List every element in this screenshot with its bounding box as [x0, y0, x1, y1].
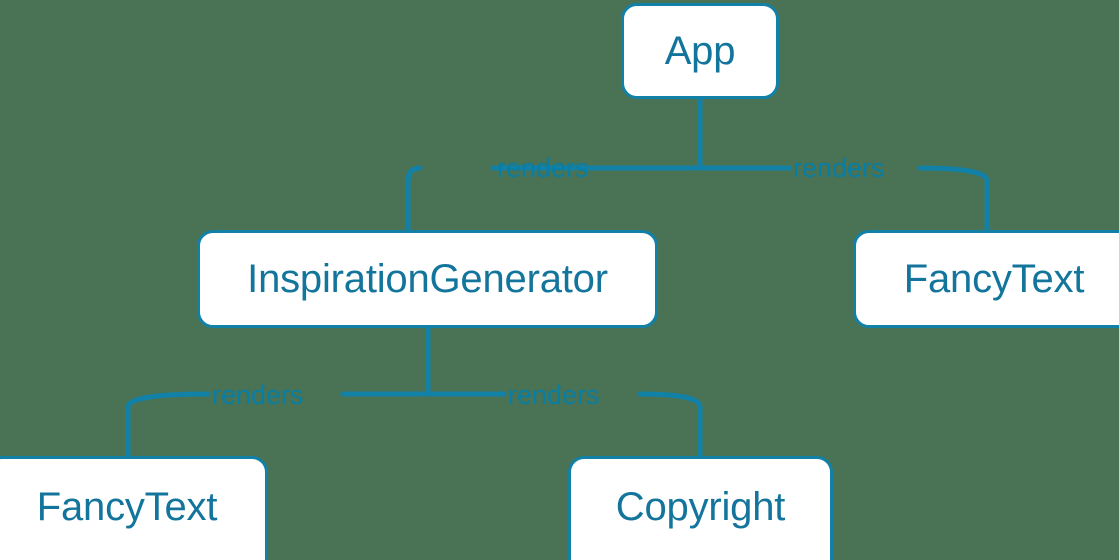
- edge-inspgen-to-copyright-2: [637, 391, 703, 459]
- node-app[interactable]: App: [621, 3, 779, 99]
- edge-inspgen-to-fancyb-2: [125, 391, 211, 459]
- node-inspiration-generator[interactable]: InspirationGenerator: [197, 230, 658, 328]
- node-inspiration-generator-label: InspirationGenerator: [247, 257, 608, 301]
- node-copyright-label: Copyright: [615, 484, 786, 529]
- edge-label-inspiration-generator-to-fancy-text: renders: [212, 380, 304, 410]
- node-fancy-text-bottom-label: FancyText: [36, 484, 218, 529]
- edge-label-inspiration-generator-to-copyright: renders: [508, 380, 600, 410]
- node-fancy-text-bottom[interactable]: FancyText: [0, 456, 268, 560]
- node-fancy-text-right-label: FancyText: [903, 257, 1085, 301]
- edge-app-to-inspgen-2: [405, 165, 423, 233]
- node-app-label: App: [664, 29, 736, 73]
- edge-label-app-to-inspiration-generator: renders: [497, 153, 589, 183]
- edge-app-to-fancyright-2: [917, 165, 990, 233]
- edge-label-app-to-fancy-text-right: renders: [793, 153, 885, 183]
- node-copyright[interactable]: Copyright: [568, 456, 833, 560]
- node-fancy-text-right[interactable]: FancyText: [853, 230, 1119, 328]
